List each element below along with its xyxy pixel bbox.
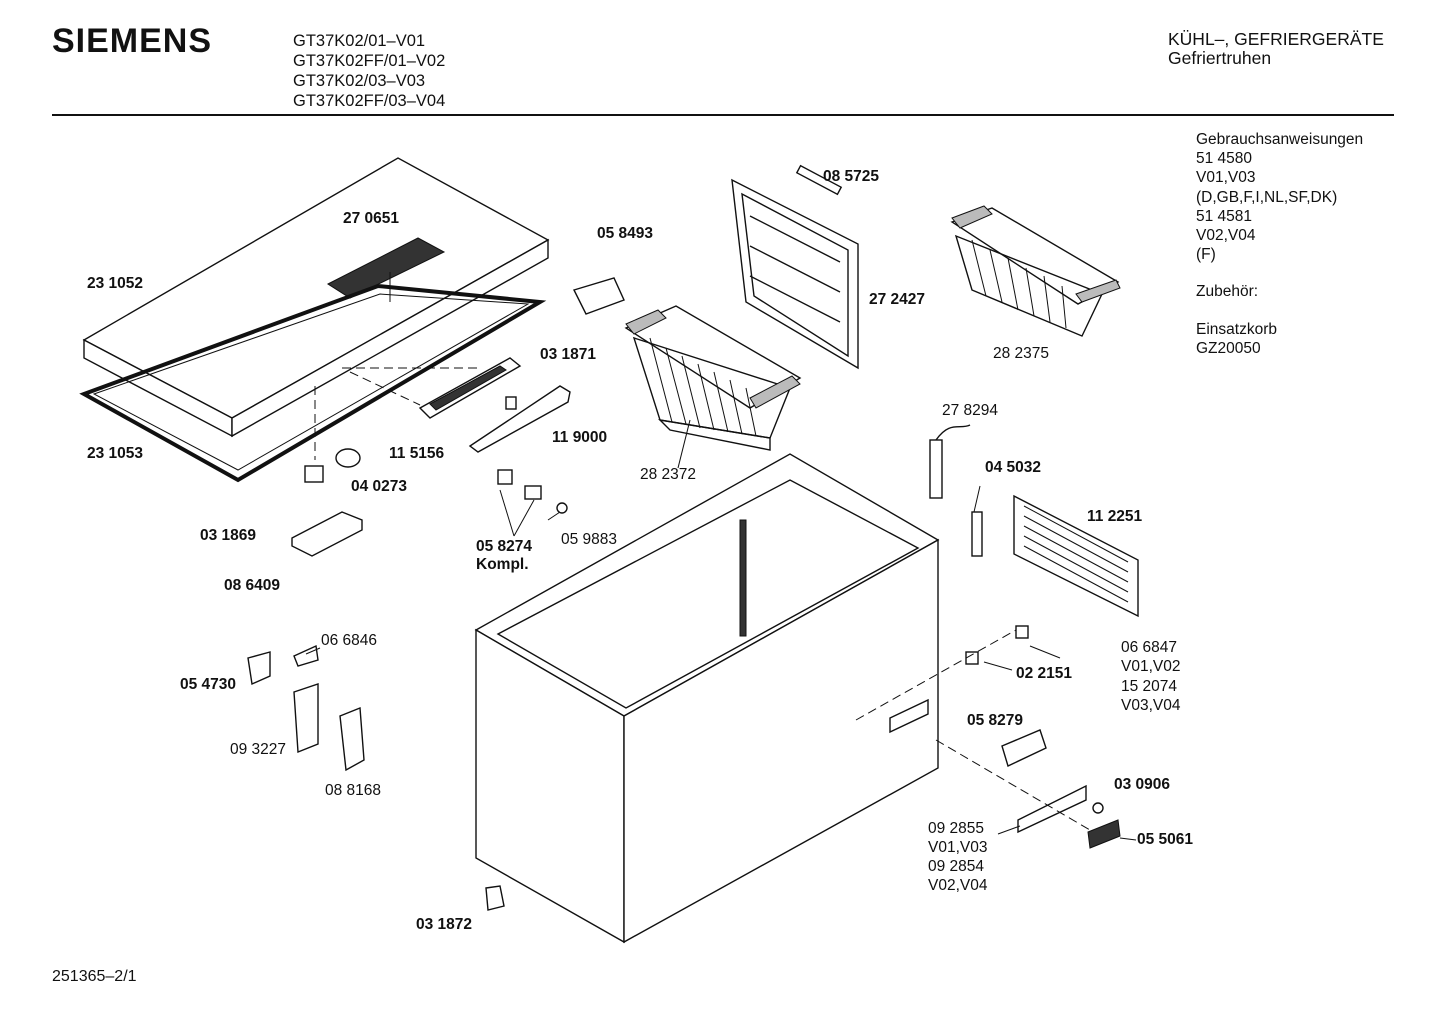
small-parts-left [291, 396, 568, 557]
part-085725: 08 5725 [823, 168, 880, 185]
part-066847: 06 6847 [1121, 639, 1178, 656]
part-045032: 04 5032 [985, 459, 1042, 476]
manual1-number: 51 4580 [1196, 150, 1253, 168]
part-031871: 03 1871 [540, 346, 597, 363]
part-231052: 23 1052 [87, 275, 144, 292]
part-270651: 27 0651 [343, 210, 400, 227]
lid-gasket-drawing [79, 283, 547, 483]
part-031872: 03 1872 [416, 916, 473, 933]
hinge-cap-drawing [573, 277, 625, 315]
model-1: GT37K02/01–V01 [293, 32, 426, 50]
part-066846: 06 6846 [321, 632, 378, 649]
model-3: GT37K02/03–V03 [293, 72, 426, 90]
manual1-languages: (D,GB,F,I,NL,SF,DK) [1196, 188, 1338, 206]
part-059883: 05 9883 [561, 531, 618, 548]
accessories-title: Zubehör: [1196, 283, 1259, 301]
document-number: 251365–2/1 [52, 968, 137, 985]
part-231053: 23 1053 [87, 445, 144, 462]
part-092855: 09 2855 [928, 820, 985, 837]
part-088168: 08 8168 [325, 782, 382, 799]
part-030906: 03 0906 [1114, 776, 1171, 793]
header-divider [52, 114, 1394, 116]
part-055061: 05 5061 [1137, 831, 1194, 848]
part-278294: 27 8294 [942, 402, 999, 419]
part-152074-variants: V03,V04 [1121, 697, 1181, 714]
side-notes: Gebrauchsanweisungen 51 4580 V01,V03 (D,… [1196, 130, 1363, 358]
part-119000: 11 9000 [552, 429, 608, 446]
part-040273: 04 0273 [351, 478, 408, 495]
model-list: GT37K02/01–V01 GT37K02FF/01–V02 GT37K02/… [293, 31, 445, 111]
part-022151: 02 2151 [1016, 665, 1073, 682]
part-093227: 09 3227 [230, 741, 287, 758]
basket-back-drawing [950, 205, 1121, 337]
basket-front-drawing [624, 305, 802, 451]
accessory-name: Einsatzkorb [1196, 320, 1277, 338]
part-112251: 11 2251 [1087, 508, 1143, 525]
part-058274-note: Kompl. [476, 556, 529, 573]
part-092855-variants: V01,V03 [928, 839, 988, 856]
brand-logo: SIEMENS [52, 22, 213, 60]
part-086409: 08 6409 [224, 577, 281, 594]
accessory-code: GZ20050 [1196, 339, 1261, 357]
model-2: GT37K02FF/01–V02 [293, 52, 446, 70]
divider-drawing [731, 164, 859, 370]
part-115156: 11 5156 [389, 445, 445, 462]
manual2-languages: (F) [1196, 246, 1216, 264]
part-031869: 03 1869 [200, 527, 257, 544]
part-054730: 05 4730 [180, 676, 237, 693]
part-092854: 09 2854 [928, 858, 985, 875]
part-272427: 27 2427 [869, 291, 926, 308]
part-058279: 05 8279 [967, 712, 1024, 729]
manual2-variants: V02,V04 [1196, 227, 1256, 245]
thermostat-parts-drawing [855, 424, 1139, 849]
part-152074: 15 2074 [1121, 678, 1178, 695]
chest-body-drawing [474, 453, 940, 944]
part-066847-variants: V01,V02 [1121, 658, 1181, 675]
manual2-number: 51 4581 [1196, 207, 1253, 225]
category-block: KÜHL–, GEFRIERGERÄTE Gefriertruhen [1168, 30, 1384, 68]
category-title: KÜHL–, GEFRIERGERÄTE [1168, 29, 1384, 49]
manuals-title: Gebrauchsanweisungen [1196, 131, 1364, 148]
leader-lines [305, 419, 1137, 841]
handle-drawing [349, 357, 571, 453]
manual1-variants: V01,V03 [1196, 169, 1256, 187]
part-282372: 28 2372 [640, 466, 697, 483]
part-282375: 28 2375 [993, 345, 1050, 362]
hinge-parts-drawing [247, 644, 365, 772]
model-4: GT37K02FF/03–V04 [293, 92, 446, 110]
category-subtitle: Gefriertruhen [1168, 48, 1272, 68]
part-058493: 05 8493 [597, 225, 654, 242]
part-058274: 05 8274 [476, 538, 533, 555]
part-092854-variants: V02,V04 [928, 877, 988, 894]
